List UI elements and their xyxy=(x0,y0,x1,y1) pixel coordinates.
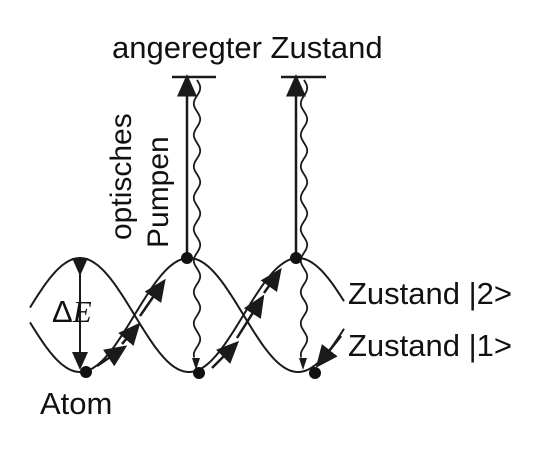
delta-e-label: ΔE xyxy=(52,294,92,329)
atom-dot-start xyxy=(80,366,92,378)
decay-wave-2 xyxy=(299,79,309,358)
optical-pumping-label-line2: Pumpen xyxy=(142,136,175,248)
decay-arrowhead-2 xyxy=(299,358,307,370)
atom-dots xyxy=(80,252,321,379)
decay-arrowhead-1 xyxy=(192,358,200,370)
trajectory-arrows xyxy=(96,267,342,369)
atom-dot-upper-1 xyxy=(181,252,193,264)
state-2-label: Zustand |2> xyxy=(348,276,512,311)
excited-state-label: angeregter Zustand xyxy=(112,30,383,65)
decay-wave-1 xyxy=(192,79,202,358)
decay-wavy-lines xyxy=(192,79,309,358)
atom-dot-upper-2 xyxy=(290,252,302,264)
delta-variable: E xyxy=(72,294,92,329)
decay-arrowheads xyxy=(192,358,307,370)
delta-symbol: Δ xyxy=(52,294,73,329)
optical-pumping-label-line1: optisches xyxy=(105,113,138,240)
pump-arrows xyxy=(177,74,306,258)
atom-label: Atom xyxy=(40,386,112,421)
state-1-label: Zustand |1> xyxy=(348,328,512,363)
atom-dot-lower-1 xyxy=(193,367,205,379)
atom-dot-lower-2 xyxy=(309,367,321,379)
